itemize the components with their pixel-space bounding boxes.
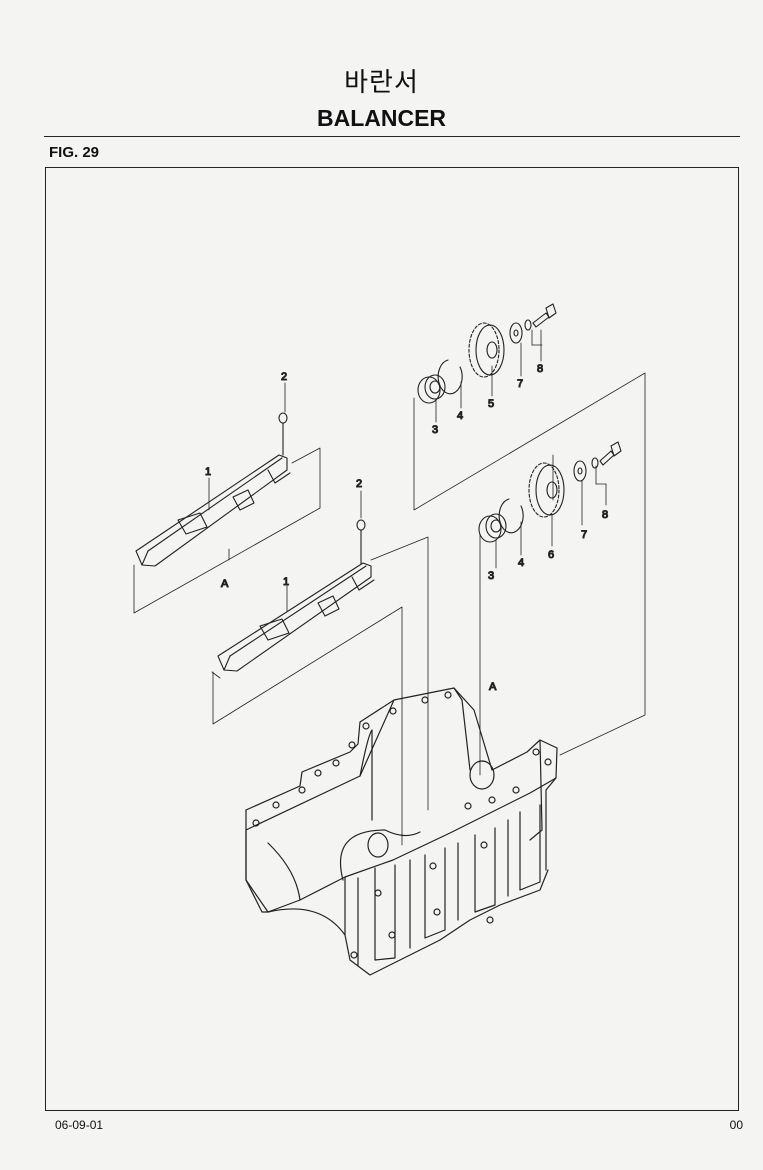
- footer-date: 06-09-01: [55, 1118, 104, 1132]
- bolt-lower: [591, 441, 622, 469]
- header-rule: [44, 136, 740, 137]
- balancer-shaft-upper: [135, 454, 291, 567]
- page-title: BALANCER: [316, 105, 447, 131]
- korean-title: 바란서: [344, 68, 419, 98]
- balancer-shaft-lower: [217, 562, 375, 672]
- callout-7-lower: 7: [581, 529, 587, 541]
- reference-box-lines: [133, 372, 646, 846]
- drawing-frame: [45, 167, 739, 1111]
- callout-2-lower: 2: [356, 478, 362, 490]
- figure-label: FIG. 29: [49, 144, 100, 161]
- callout-1-upper: 1: [205, 466, 211, 478]
- callout-7-upper: 7: [517, 378, 523, 390]
- washer-upper: [509, 322, 523, 344]
- callout-1-lower: 1: [283, 576, 289, 588]
- snap-ring-lower: [498, 498, 524, 534]
- washer-lower: [573, 460, 587, 482]
- crankcase-housing: [245, 687, 558, 976]
- reference-mark-a-left: A: [221, 578, 229, 590]
- callout-3-lower: 3: [488, 570, 494, 582]
- bearing-lower: [478, 513, 507, 543]
- pin-upper: [278, 412, 288, 456]
- bearing-upper: [417, 374, 446, 404]
- callout-leaders: [208, 329, 607, 612]
- footer-page-number: 00: [729, 1118, 743, 1132]
- callout-6: 6: [548, 549, 554, 561]
- pin-lower: [356, 519, 366, 565]
- balancer-gear-lower: [528, 462, 565, 518]
- callout-4-lower: 4: [518, 557, 524, 569]
- callout-3-upper: 3: [432, 424, 438, 436]
- callout-4-upper: 4: [457, 410, 463, 422]
- snap-ring-upper: [437, 359, 463, 395]
- bolt-upper: [524, 303, 557, 331]
- callout-5: 5: [488, 398, 494, 410]
- callout-2-upper: 2: [281, 371, 287, 383]
- reference-mark-a-right: A: [489, 681, 497, 693]
- callout-8-lower: 8: [602, 509, 608, 521]
- callout-8-upper: 8: [537, 363, 543, 375]
- balancer-gear-upper: [468, 322, 505, 378]
